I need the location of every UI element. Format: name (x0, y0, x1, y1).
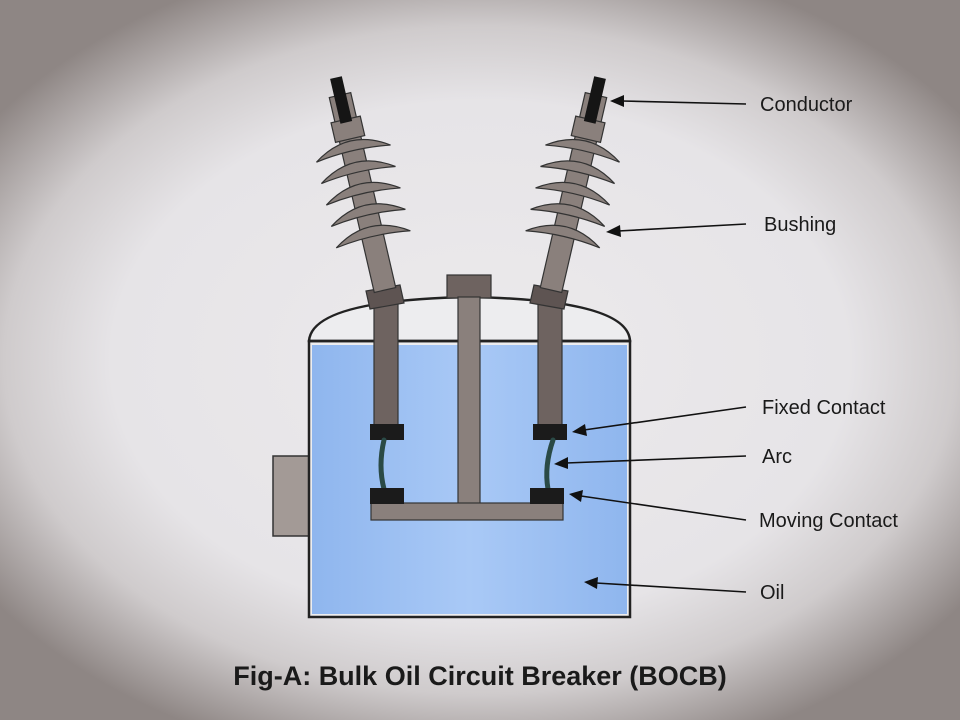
left-bushing (316, 76, 411, 294)
label-arc: Arc (762, 446, 792, 468)
moving-contact-leader (580, 495, 747, 521)
fixed-contact-leader (583, 406, 747, 431)
arc-leader (565, 455, 747, 464)
right-rod (537, 302, 563, 427)
label-conductor: Conductor (760, 94, 853, 116)
figure-caption: Fig-A: Bulk Oil Circuit Breaker (BOCB) (233, 661, 727, 691)
moving-contact-bar (370, 502, 564, 521)
left-rod (373, 302, 399, 427)
right-bushing (525, 76, 620, 294)
right-arc (544, 437, 556, 492)
leader-arrows (554, 95, 747, 593)
arc-arrowhead (554, 457, 568, 469)
label-oil: Oil (760, 582, 784, 604)
left-arc (378, 437, 387, 492)
fixed-contact-arrowhead (572, 424, 587, 436)
bushing-arrowhead (606, 225, 621, 237)
right-conductor (583, 76, 606, 124)
side-terminal-box (272, 455, 310, 537)
conductor-arrowhead (610, 95, 624, 107)
conductor-leader (621, 100, 747, 105)
oil-leader (595, 582, 747, 593)
operating-rod (457, 296, 481, 507)
oil-arrowhead (584, 577, 598, 589)
left-fixed-contact (370, 424, 404, 440)
moving-contact-arrowhead (569, 490, 583, 502)
left-conductor (330, 76, 353, 124)
label-fixed-contact: Fixed Contact (762, 397, 886, 419)
bushing-leader (617, 223, 747, 232)
right-moving-contact (530, 488, 564, 504)
right-fixed-contact (533, 424, 567, 440)
left-moving-contact (370, 488, 404, 504)
label-bushing: Bushing (764, 214, 836, 236)
operating-rod-cap (446, 274, 492, 299)
label-moving-contact: Moving Contact (759, 510, 898, 532)
